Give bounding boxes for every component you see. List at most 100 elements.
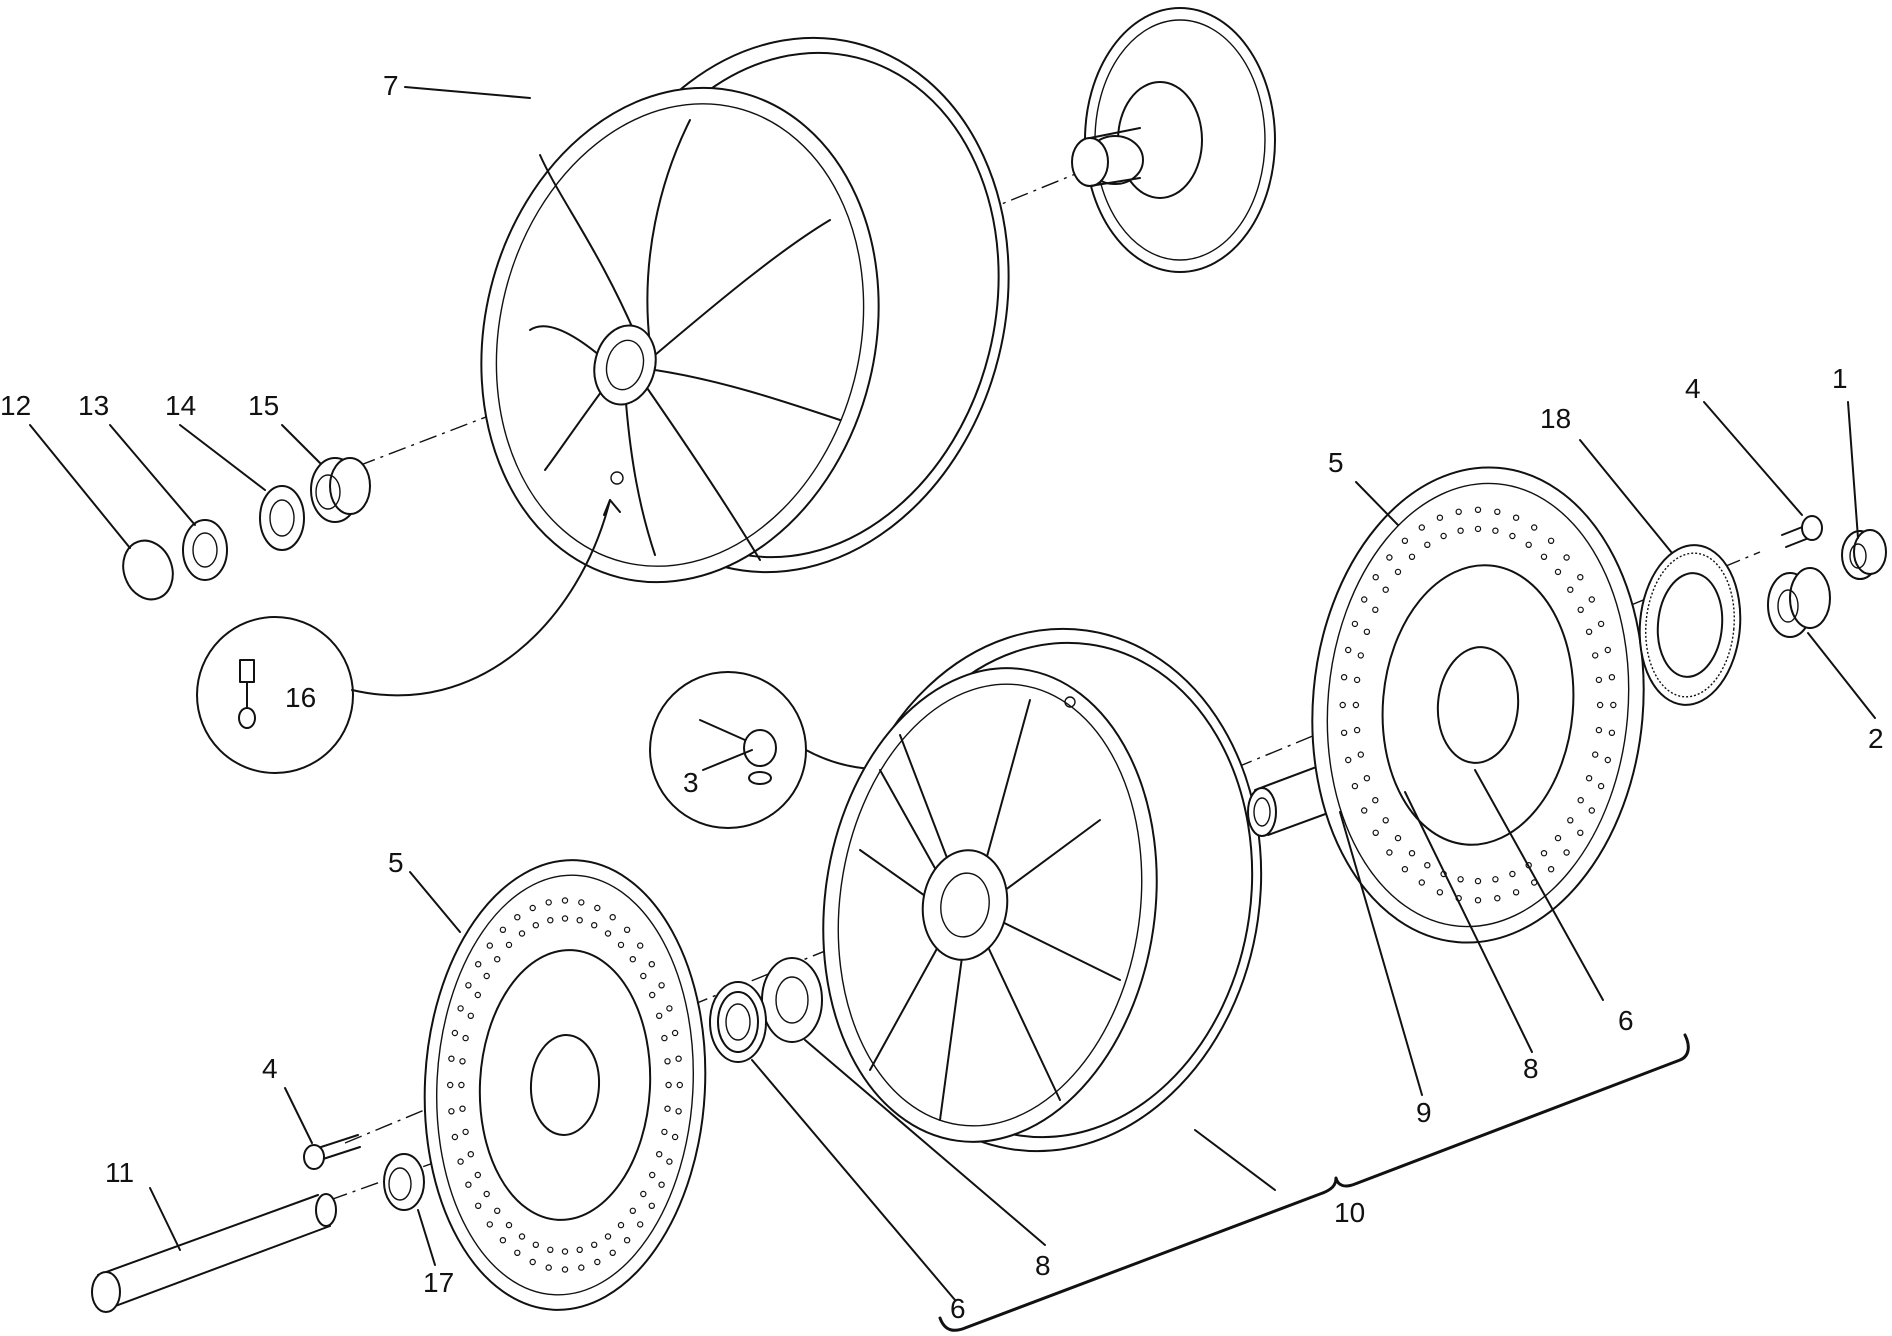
disc-hole	[1494, 508, 1501, 515]
disc-hole	[637, 942, 644, 949]
disc-hole	[545, 1264, 552, 1271]
callout-6-left: 6	[950, 1293, 966, 1324]
callout-6-right: 6	[1618, 1005, 1634, 1036]
disc-hole	[576, 1246, 583, 1254]
disc-hole	[1595, 726, 1603, 734]
callout-18: 18	[1540, 403, 1571, 434]
disc-hole	[676, 1081, 684, 1089]
disc-hole	[1372, 574, 1379, 581]
callout-7: 7	[383, 70, 399, 101]
disc-hole	[661, 1128, 668, 1136]
disc-hole	[457, 1158, 464, 1165]
disc-hole	[675, 1055, 682, 1062]
disc-hole	[671, 1029, 679, 1037]
disc-hole	[1382, 586, 1389, 593]
disc-hole	[640, 1190, 647, 1198]
valve-detail-16	[196, 499, 621, 774]
disc-hole	[1509, 870, 1516, 878]
front-right-brake-disc	[1311, 466, 1645, 944]
disc-hole	[1577, 574, 1584, 581]
callout-4-right: 4	[1685, 373, 1701, 404]
disc-hole	[1509, 532, 1516, 540]
disc-hole	[483, 1190, 490, 1198]
disc-hole	[547, 917, 554, 924]
disc-hole	[576, 917, 583, 924]
disc-hole	[1360, 596, 1368, 603]
disc-hole	[448, 1108, 455, 1115]
disc-hole	[617, 941, 625, 949]
disc-hole	[518, 930, 526, 937]
disc-hole	[1547, 866, 1555, 873]
disc-hole	[617, 1221, 625, 1229]
disc-hole	[514, 914, 521, 921]
disc-hole	[467, 1150, 474, 1158]
disc-hole	[629, 1207, 637, 1215]
disc-hole	[462, 1128, 469, 1136]
disc-hole	[532, 1241, 540, 1249]
disc-hole	[591, 1241, 598, 1249]
disc-hole	[1540, 553, 1548, 561]
assembly-bracket-10	[938, 1033, 1690, 1332]
disc-hole	[448, 1055, 455, 1062]
disc-hole	[474, 991, 481, 999]
disc-hole	[1372, 829, 1379, 837]
disc-hole	[656, 1150, 663, 1158]
disc-hole	[661, 1034, 668, 1042]
disc-hole	[648, 961, 656, 968]
disc-hole	[1440, 532, 1447, 540]
disc-hole	[1512, 889, 1520, 896]
disc-hole	[1340, 674, 1348, 681]
disc-hole	[529, 904, 536, 912]
disc-hole	[514, 1249, 521, 1257]
disc-hole	[648, 1202, 656, 1210]
disc-hole	[1567, 817, 1574, 824]
disc-hole	[1608, 729, 1616, 737]
disc-hole	[1372, 797, 1379, 804]
disc-hole	[1547, 537, 1555, 545]
disc-hole	[561, 915, 569, 922]
disc-hole	[459, 1105, 466, 1112]
disc-hole	[1474, 897, 1482, 904]
callout-labels: 1 2 3 4 4 5 5 6 6 7 8 8 9 10 11 12 13 14…	[0, 70, 1884, 1324]
disc-hole	[1351, 782, 1359, 790]
disc-hole	[1418, 879, 1426, 886]
disc-hole	[1595, 676, 1603, 684]
disc-hole	[658, 1181, 665, 1188]
disc-hole	[1352, 701, 1360, 709]
disc-hole	[1608, 674, 1616, 681]
disc-hole	[1563, 554, 1570, 561]
disc-hole	[1394, 568, 1402, 576]
disc-hole	[578, 1264, 585, 1271]
disc-hole	[518, 1233, 526, 1240]
disc-hole	[623, 926, 631, 934]
disc-hole	[447, 1081, 454, 1089]
disc-hole	[649, 991, 656, 999]
callout-1: 1	[1832, 363, 1848, 394]
disc-hole	[1585, 775, 1593, 782]
callout-5-left: 5	[388, 847, 404, 878]
disc-hole	[609, 914, 616, 921]
callout-5-right: 5	[1328, 447, 1344, 478]
disc-hole	[475, 961, 482, 968]
callout-16: 16	[285, 682, 316, 713]
disc-hole	[465, 982, 472, 989]
disc-hole	[451, 1133, 459, 1141]
disc-hole	[1585, 628, 1593, 636]
disc-hole	[1363, 628, 1371, 636]
disc-hole	[675, 1108, 682, 1115]
disc-hole	[1408, 850, 1416, 857]
disc-hole	[1344, 756, 1352, 764]
disc-hole	[1577, 606, 1584, 614]
disc-hole	[1455, 508, 1462, 515]
callout-10: 10	[1334, 1197, 1365, 1228]
disc-hole	[1610, 701, 1617, 709]
disc-hole	[458, 1081, 465, 1089]
disc-hole	[475, 1202, 482, 1210]
disc-hole	[1525, 541, 1532, 549]
disc-hole	[1492, 527, 1499, 534]
disc-hole	[1474, 877, 1482, 885]
disc-hole	[1357, 751, 1365, 758]
disc-hole	[1554, 568, 1562, 576]
abs-tone-wheel-18	[1638, 544, 1742, 706]
disc-hole	[1567, 586, 1574, 593]
